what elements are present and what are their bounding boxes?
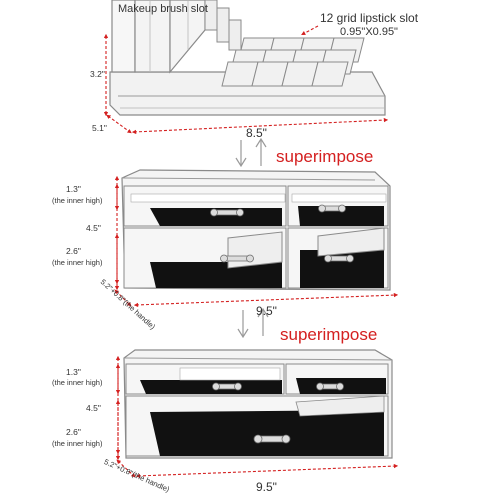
bottom-unit-organizer — [123, 349, 393, 459]
bottom-small-drawer-note: (the inner high) — [52, 378, 103, 387]
middle-drawer-top-left — [123, 185, 287, 227]
lipstick-size-label: 0.95"X0.95" — [340, 26, 398, 38]
middle-unit-dimensions — [114, 175, 399, 308]
lipstick-cell — [311, 61, 349, 87]
stack-arrows-icon — [235, 137, 267, 168]
bottom-drawer-top-left — [125, 363, 285, 395]
bottom-unit-dimensions — [115, 355, 399, 479]
bottom-unit-height: 4.5" — [86, 403, 101, 413]
bottom-large-drawer-note: (the inner high) — [52, 439, 103, 448]
top-width-label: 8.5" — [246, 126, 267, 140]
bottom-small-drawer-height: 1.3" — [66, 367, 81, 377]
middle-large-drawer-note: (the inner high) — [52, 258, 103, 267]
brush-slot-label: Makeup brush slot — [118, 3, 208, 15]
drawer-knob-icon — [212, 382, 344, 444]
bottom-large-drawer-height: 2.6" — [66, 427, 81, 437]
top-unit-organizer — [109, 0, 386, 116]
tall-posts — [204, 0, 242, 51]
bottom-drawer-top-right — [285, 363, 389, 395]
lipstick-slot-label: 12 grid lipstick slot — [320, 11, 419, 25]
middle-small-drawer-height: 1.3" — [66, 184, 81, 194]
middle-unit-organizer — [121, 169, 391, 291]
drawer-knob-icon — [210, 204, 354, 263]
bottom-width-label: 9.5" — [256, 480, 277, 494]
superimpose-label-2: superimpose — [280, 325, 378, 344]
middle-unit-height: 4.5" — [86, 223, 101, 233]
middle-drawer-bottom-left — [123, 227, 287, 289]
brush-slot — [111, 0, 206, 74]
top-unit-dimensions — [103, 25, 389, 135]
middle-small-drawer-note: (the inner high) — [52, 196, 103, 205]
bottom-drawer-large — [125, 395, 389, 457]
middle-drawer-bottom-right — [287, 227, 389, 289]
middle-width-label: 9.5" — [256, 304, 277, 318]
top-depth-label: 5.1" — [92, 123, 107, 133]
superimpose-label-1: superimpose — [276, 147, 374, 166]
lipstick-grid — [221, 37, 365, 87]
top-height-label: 3.2" — [90, 69, 105, 79]
middle-large-drawer-height: 2.6" — [66, 246, 81, 256]
stack-arrows-icon — [237, 307, 269, 339]
